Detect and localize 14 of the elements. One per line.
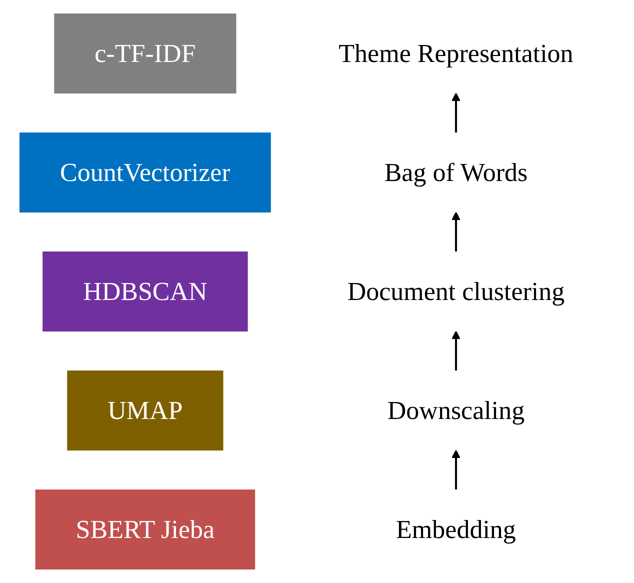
arrow (452, 330, 461, 371)
node-box: c-TF-IDF (54, 14, 237, 94)
node-text: Theme Representation (339, 39, 574, 68)
node-text: Downscaling (388, 396, 525, 425)
node-box: UMAP (67, 370, 224, 450)
node-box: SBERT Jieba (36, 490, 256, 570)
node-box: CountVectorizer (20, 132, 272, 212)
arrow (452, 92, 461, 133)
node-text: Bag of Words (384, 158, 528, 187)
node-text: Document clustering (348, 277, 566, 306)
arrow (452, 450, 461, 490)
node-box: HDBSCAN (42, 252, 248, 332)
arrow (452, 212, 461, 252)
node-text: Embedding (396, 515, 516, 544)
